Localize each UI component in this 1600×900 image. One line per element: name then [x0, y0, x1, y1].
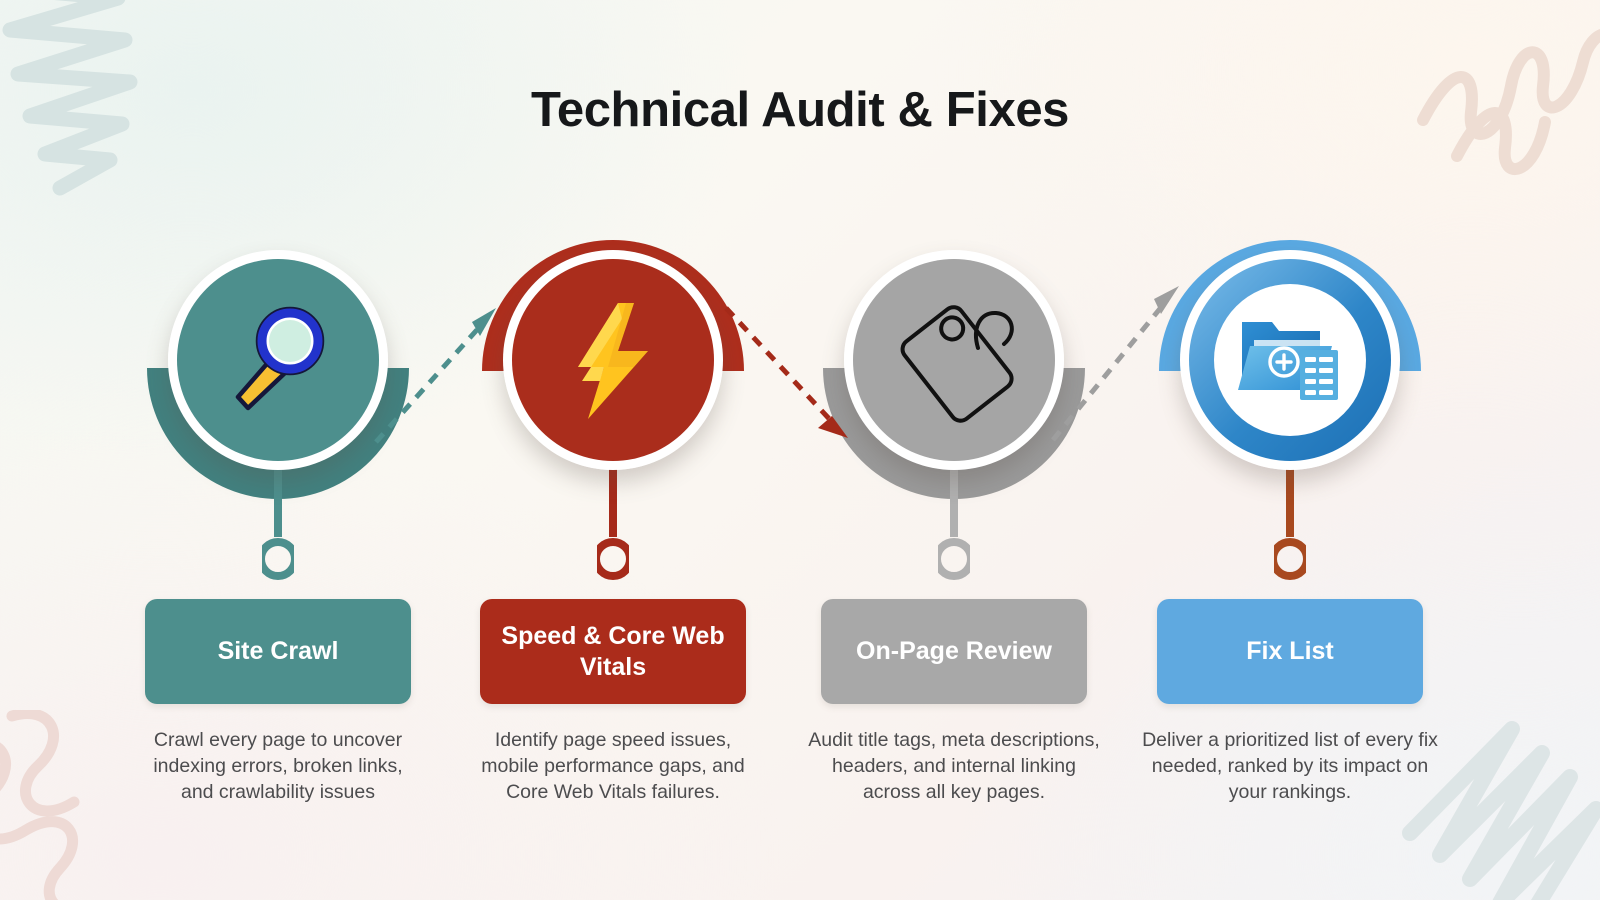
step-label: Site Crawl [217, 637, 339, 666]
folder-list-icon [1238, 322, 1338, 400]
icon-circle-step2[interactable] [503, 250, 723, 470]
arrow-step3-to-step4-icon [1047, 268, 1192, 453]
step-site-crawl[interactable]: Site Crawl Crawl every page to uncover i… [108, 0, 448, 900]
step-description-3: Audit title tags, meta descriptions, hea… [808, 729, 1100, 803]
step-description-1: Crawl every page to uncover indexing err… [153, 729, 403, 803]
step-speed-core-web-vitals[interactable]: Speed & Core Web Vitals Identify page sp… [443, 0, 783, 900]
pin-connector-step4 [1274, 455, 1306, 580]
icon-circle-step1[interactable] [168, 250, 388, 470]
pin-connector-step2 [597, 455, 629, 580]
step-label: On-Page Review [856, 637, 1052, 666]
icon-circle-step3[interactable] [844, 250, 1064, 470]
step-on-page-review[interactable]: On-Page Review Audit title tags, meta de… [784, 0, 1124, 900]
circle-fill [177, 259, 379, 461]
label-chip-step2[interactable]: Speed & Core Web Vitals [480, 599, 746, 704]
arrow-step1-to-step2-icon [368, 300, 508, 455]
label-chip-step1[interactable]: Site Crawl [145, 599, 411, 704]
step-description-2: Identify page speed issues, mobile perfo… [481, 729, 745, 803]
price-tag-icon [900, 305, 1014, 423]
magnifier-icon [235, 306, 325, 411]
circle-fill [853, 259, 1055, 461]
arrow-step2-to-step3-icon [718, 298, 858, 453]
step-fix-list[interactable]: Fix List Deliver a prioritized list of e… [1120, 0, 1460, 900]
pin-connector-step3 [938, 455, 970, 580]
label-chip-step4[interactable]: Fix List [1157, 599, 1423, 704]
circle-fill [512, 259, 714, 461]
lightning-bolt-icon [578, 303, 648, 419]
page-title: Technical Audit & Fixes [530, 83, 1070, 137]
icon-circle-step4[interactable] [1180, 250, 1400, 470]
inner-white-disc [1214, 284, 1366, 436]
step-label: Fix List [1246, 637, 1334, 666]
circle-fill [1189, 259, 1391, 461]
step-label: Speed & Core Web Vitals [501, 622, 725, 681]
pin-connector-step1 [262, 455, 294, 580]
label-chip-step3[interactable]: On-Page Review [821, 599, 1087, 704]
step-description-4: Deliver a prioritized list of every fix … [1142, 729, 1438, 803]
